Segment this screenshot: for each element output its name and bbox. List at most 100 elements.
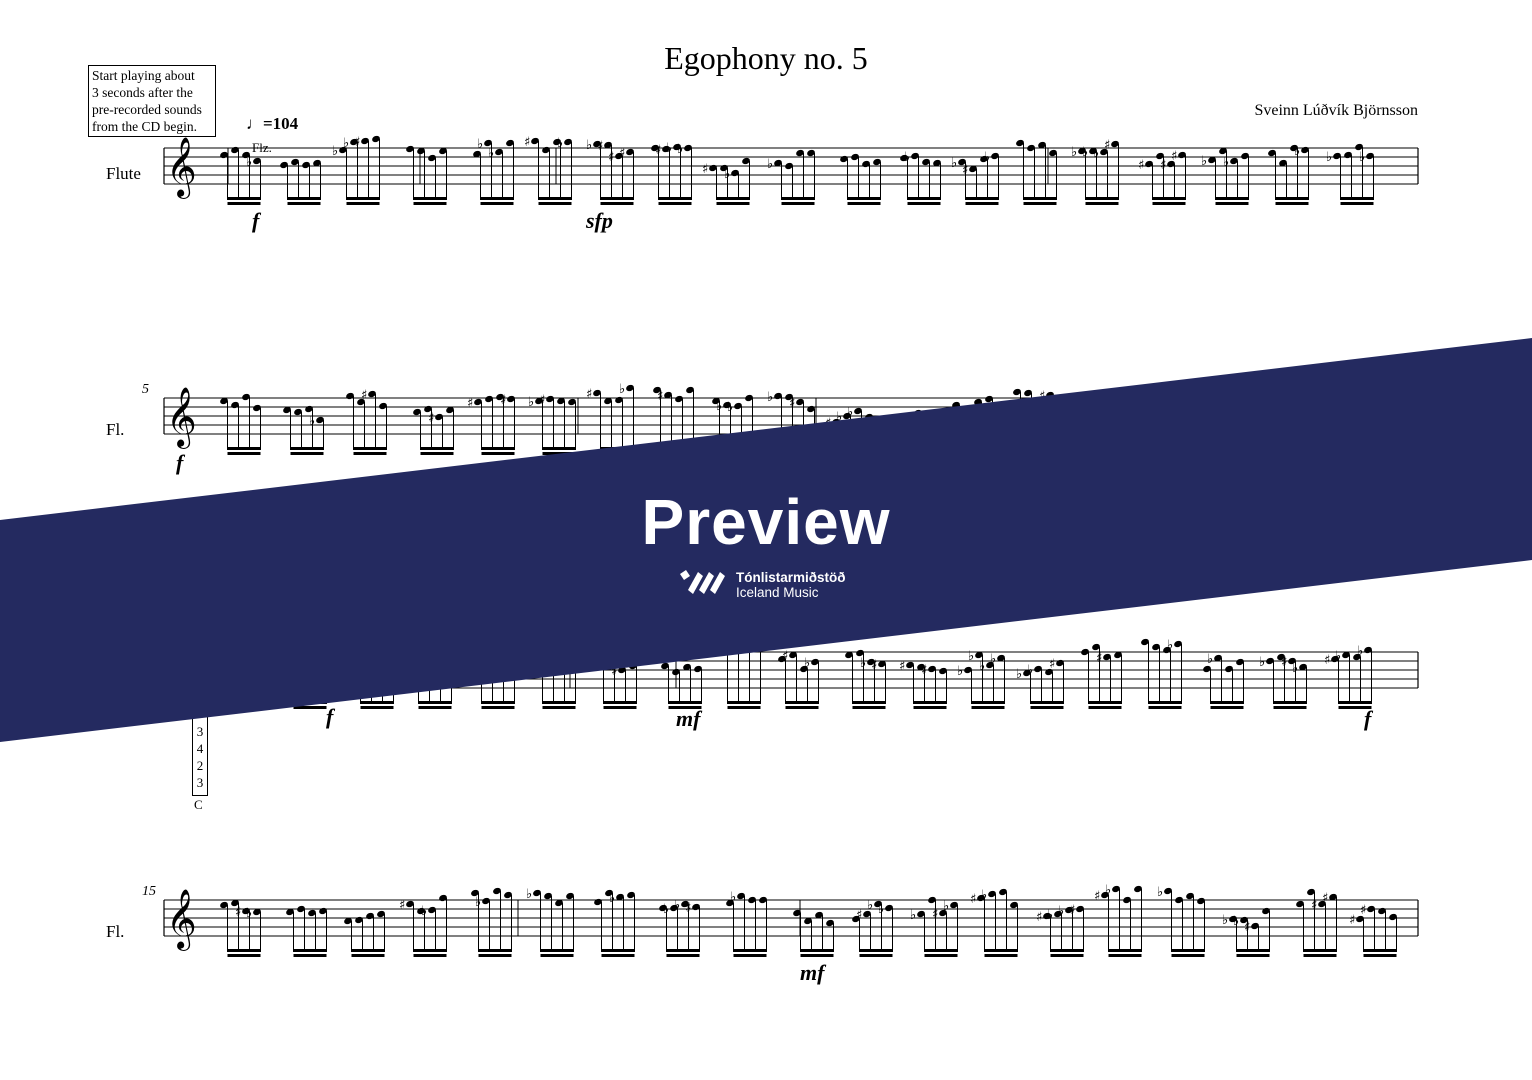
preview-banner-band xyxy=(0,338,1532,742)
score-title: Egophony no. 5 xyxy=(664,40,868,76)
dynamic-marking: sfp xyxy=(586,208,613,233)
dynamic-marking: f xyxy=(252,208,260,233)
notehead xyxy=(1301,146,1309,154)
note-beam xyxy=(1152,202,1186,205)
notehead xyxy=(1141,638,1149,646)
accidental-icon: ♭ xyxy=(1016,667,1022,682)
note-beam xyxy=(481,701,515,704)
notehead xyxy=(544,892,552,900)
note-beam xyxy=(800,954,834,957)
notehead xyxy=(659,904,667,912)
note-beam xyxy=(413,954,447,957)
notehead xyxy=(1367,905,1375,913)
accidental-icon: ♯ xyxy=(856,908,862,923)
notehead xyxy=(302,161,310,169)
notehead xyxy=(417,907,425,915)
notehead xyxy=(1100,148,1108,156)
accidental-icon: ♭ xyxy=(1027,663,1033,678)
notehead xyxy=(745,394,753,402)
notehead xyxy=(1054,910,1062,918)
note-beam xyxy=(290,447,324,450)
notehead xyxy=(615,152,623,160)
accidental-icon: ♭ xyxy=(1071,145,1077,160)
note-beam xyxy=(1363,954,1397,957)
notehead xyxy=(1329,893,1337,901)
note-beam xyxy=(360,701,394,704)
notehead xyxy=(350,138,358,146)
notehead xyxy=(604,141,612,149)
dynamic-marking: f xyxy=(176,450,184,475)
notehead xyxy=(748,896,756,904)
notehead xyxy=(616,893,624,901)
notehead xyxy=(1197,897,1205,905)
note-beam xyxy=(481,452,515,455)
accidental-icon: ♯ xyxy=(1069,903,1075,918)
notehead xyxy=(1103,653,1111,661)
accidental-icon: ♭ xyxy=(557,136,563,151)
notehead xyxy=(546,395,554,403)
note-beam xyxy=(971,701,1005,704)
notehead xyxy=(1219,147,1227,155)
notehead xyxy=(731,169,739,177)
notehead xyxy=(535,397,543,405)
notehead xyxy=(1024,389,1032,397)
notehead xyxy=(742,157,750,165)
accidental-icon: ♭ xyxy=(1082,145,1088,160)
note-beam xyxy=(1152,197,1186,200)
notehead xyxy=(863,910,871,918)
notehead xyxy=(928,665,936,673)
notehead xyxy=(826,919,834,927)
accidental-icon: ♯ xyxy=(1281,655,1287,670)
accidental-icon: ♯ xyxy=(970,892,976,907)
notehead xyxy=(922,158,930,166)
note-beam xyxy=(601,949,635,952)
notehead xyxy=(1056,659,1064,667)
note-beam xyxy=(1148,706,1182,709)
note-beam xyxy=(353,452,387,455)
note-beam xyxy=(1023,202,1057,205)
notehead xyxy=(734,402,742,410)
notehead xyxy=(1078,147,1086,155)
note-beam xyxy=(1215,202,1249,205)
note-beam xyxy=(847,197,881,200)
note-beam xyxy=(1275,197,1309,200)
note-beam xyxy=(346,202,380,205)
note-beam xyxy=(538,197,572,200)
accidental-icon: ♭ xyxy=(343,136,349,151)
fingering-digit: 4 xyxy=(196,741,204,756)
notehead xyxy=(1366,152,1374,160)
accidental-icon: ♯ xyxy=(921,663,927,678)
notehead xyxy=(446,406,454,414)
note-beam xyxy=(542,447,576,450)
notehead xyxy=(355,916,363,924)
notehead xyxy=(553,138,561,146)
accidental-icon: ♭ xyxy=(586,138,592,153)
notehead xyxy=(785,393,793,401)
notehead xyxy=(1356,915,1364,923)
notehead xyxy=(681,900,689,908)
notehead xyxy=(958,158,966,166)
notehead xyxy=(366,912,374,920)
accidental-icon: ♯ xyxy=(1138,158,1144,173)
accidental-icon: ♭ xyxy=(309,414,315,429)
note-beam xyxy=(1085,197,1119,200)
notehead xyxy=(1389,913,1397,921)
note-beam xyxy=(852,701,886,704)
notehead xyxy=(1307,888,1315,896)
notehead xyxy=(653,386,661,394)
notehead xyxy=(796,398,804,406)
treble-clef-icon: 𝄞 xyxy=(166,889,197,951)
notehead xyxy=(774,392,782,400)
note-beam xyxy=(413,197,447,200)
composer-name: Sveinn Lúðvík Björnsson xyxy=(1254,102,1418,119)
notehead xyxy=(686,386,694,394)
note-beam xyxy=(785,706,819,709)
dynamic-marking: mf xyxy=(676,706,701,731)
notehead xyxy=(1174,640,1182,648)
accidental-icon: ♯ xyxy=(586,387,592,402)
notehead xyxy=(991,152,999,160)
note-beam xyxy=(1340,202,1374,205)
note-beam xyxy=(924,954,958,957)
note-beam xyxy=(481,447,515,450)
